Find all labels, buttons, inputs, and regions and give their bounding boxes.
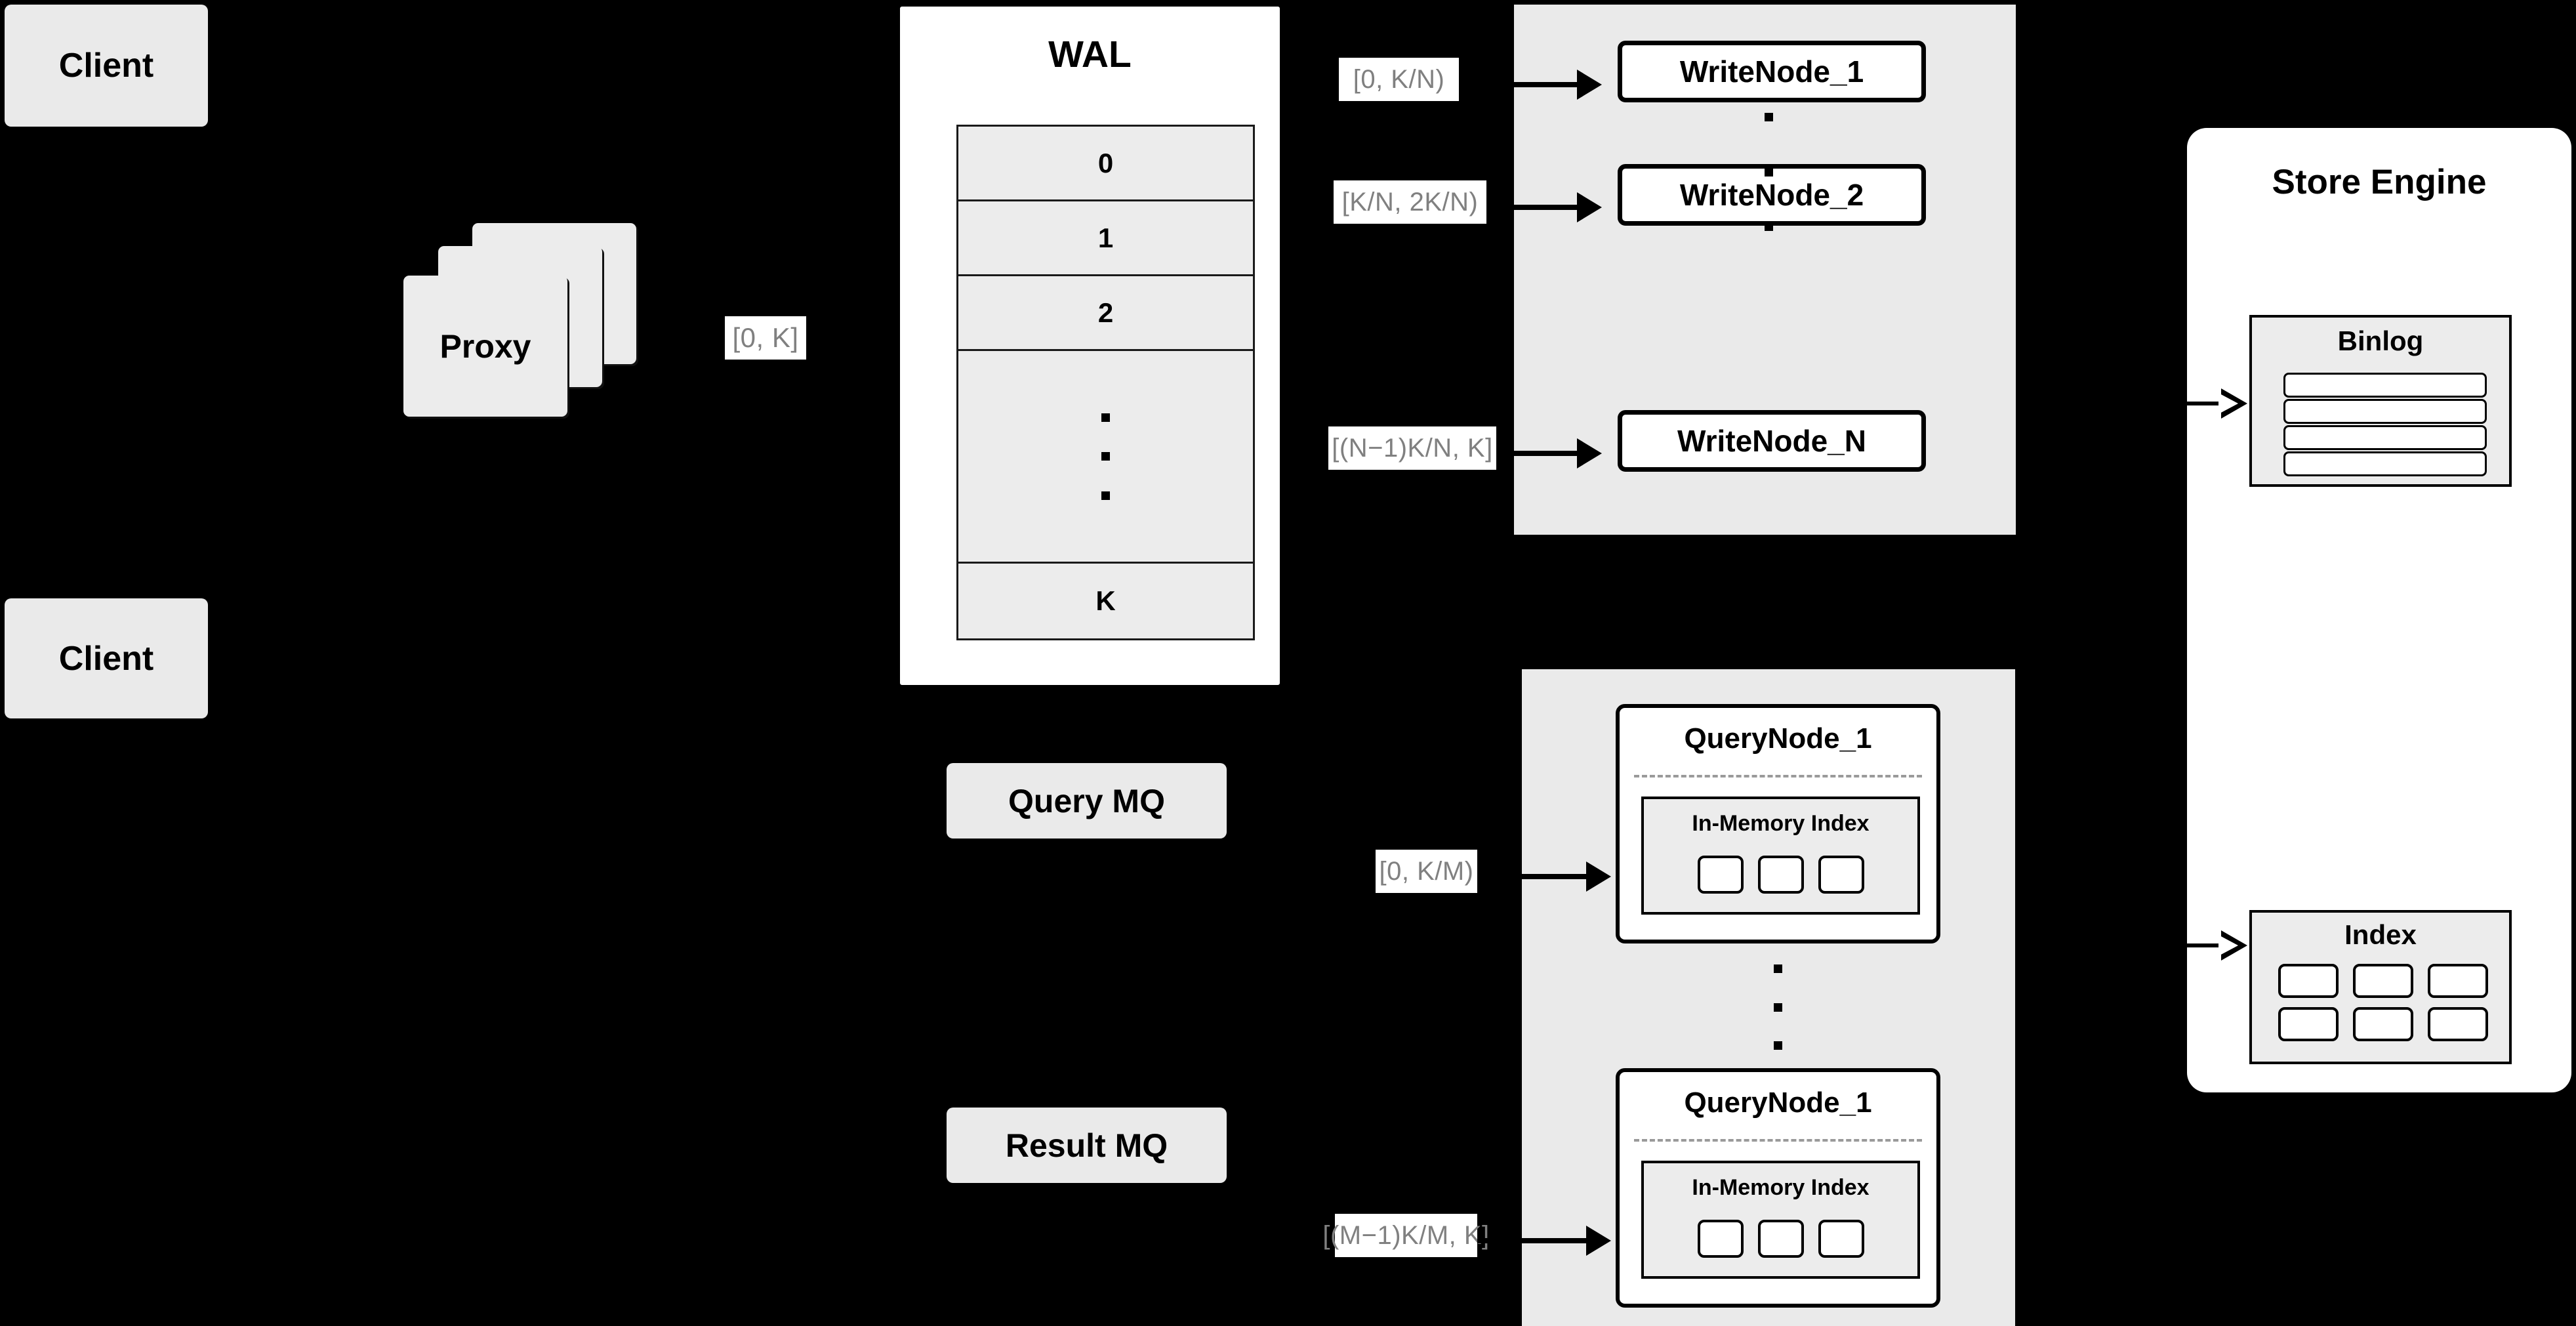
wal-panel: WAL 0 1 2 K xyxy=(898,5,1282,687)
binlog-row xyxy=(2283,451,2487,476)
write-node-label: WriteNode_1 xyxy=(1679,54,1864,89)
wal-row: K xyxy=(1095,585,1116,616)
arrow-to-binlog xyxy=(2187,388,2247,419)
in-memory-index-cells xyxy=(1644,1220,1917,1258)
write-node-label: WriteNode_N xyxy=(1677,424,1866,458)
index-grid xyxy=(2278,964,2488,1041)
wal-entry-table: 0 1 2 K xyxy=(956,125,1255,640)
binlog-box: Binlog xyxy=(2249,315,2512,487)
client-box-bottom[interactable]: Client xyxy=(5,598,208,718)
query-node-cluster-panel: QueryNode_1 In-Memory Index QueryNode_1 … xyxy=(1522,669,2015,1326)
index-cell xyxy=(1757,856,1804,894)
query-mq-box[interactable]: Query MQ xyxy=(947,763,1227,839)
store-engine-title: Store Engine xyxy=(2272,163,2487,201)
wal-row: 0 xyxy=(958,127,1253,201)
proxy-card-front[interactable]: Proxy xyxy=(403,276,567,417)
in-memory-index-label: In-Memory Index xyxy=(1692,811,1870,836)
binlog-rows xyxy=(2283,373,2487,476)
index-cell xyxy=(1757,1220,1804,1258)
index-cell xyxy=(1818,856,1864,894)
result-mq-label: Result MQ xyxy=(1005,1127,1168,1164)
in-memory-index-cells xyxy=(1644,856,1917,894)
index-cell xyxy=(2428,964,2488,998)
index-cell xyxy=(1818,1220,1864,1258)
store-engine-panel: Store Engine Binlog Index xyxy=(2187,128,2571,1092)
index-cell xyxy=(1697,1220,1744,1258)
query-node-label: QueryNode_1 xyxy=(1684,722,1872,755)
proxy-stack[interactable]: Proxy xyxy=(380,217,656,433)
index-title: Index xyxy=(2344,919,2417,950)
query-node-1-range-label: [0, K/M) xyxy=(1376,850,1477,893)
range-text: [(N−1)K/N, K] xyxy=(1332,433,1493,463)
write-node-n-range-label: [(N−1)K/N, K] xyxy=(1328,426,1496,470)
write-node-n[interactable]: WriteNode_N xyxy=(1618,410,1926,472)
wal-title: WAL xyxy=(1048,33,1132,75)
query-node-2[interactable]: QueryNode_1 In-Memory Index xyxy=(1616,1068,1940,1308)
in-memory-index-box: In-Memory Index xyxy=(1641,797,1920,915)
query-mq-label: Query MQ xyxy=(1008,782,1165,819)
query-node-divider xyxy=(1634,775,1922,777)
proxy-range-label: [0, K] xyxy=(725,316,806,360)
write-node-1-range-label: [0, K/N) xyxy=(1339,58,1459,101)
proxy-label: Proxy xyxy=(440,327,531,365)
query-node-divider xyxy=(1634,1139,1922,1142)
result-mq-box[interactable]: Result MQ xyxy=(947,1108,1227,1183)
binlog-row xyxy=(2283,399,2487,424)
arrow-to-query-node-1 xyxy=(1477,861,1611,892)
query-node-2-range-label: [(M−1)K/M, K] xyxy=(1322,1214,1489,1257)
arrow-to-index xyxy=(2187,930,2247,961)
wal-row-ellipsis xyxy=(958,351,1253,564)
write-node-label: WriteNode_2 xyxy=(1679,178,1864,212)
vertical-ellipsis-icon xyxy=(1765,113,1773,231)
index-cell xyxy=(2353,964,2413,998)
index-cell xyxy=(2428,1007,2488,1041)
vertical-ellipsis-icon xyxy=(1101,413,1110,500)
wal-row: 2 xyxy=(958,276,1253,351)
in-memory-index-label: In-Memory Index xyxy=(1692,1175,1870,1200)
query-node-label: QueryNode_1 xyxy=(1684,1087,1872,1119)
arrow-to-write-node-2 xyxy=(1486,192,1602,222)
query-node-1[interactable]: QueryNode_1 In-Memory Index xyxy=(1616,704,1940,943)
proxy-range-text: [0, K] xyxy=(732,322,799,353)
client-label: Client xyxy=(58,47,154,85)
client-box-top[interactable]: Client xyxy=(5,5,208,127)
range-text: [(M−1)K/M, K] xyxy=(1322,1220,1490,1250)
range-text: [0, K/M) xyxy=(1379,856,1474,886)
arrow-to-write-node-1 xyxy=(1460,70,1602,100)
index-cell xyxy=(1697,856,1744,894)
write-node-1[interactable]: WriteNode_1 xyxy=(1618,41,1926,102)
write-node-2-range-label: [K/N, 2K/N) xyxy=(1334,180,1486,224)
index-box: Index xyxy=(2249,910,2512,1064)
index-cell xyxy=(2353,1007,2413,1041)
index-cell xyxy=(2278,964,2339,998)
in-memory-index-box: In-Memory Index xyxy=(1641,1161,1920,1279)
binlog-row xyxy=(2283,425,2487,450)
arrow-to-write-node-n xyxy=(1496,438,1602,468)
vertical-ellipsis-icon xyxy=(1774,964,1782,1050)
binlog-title: Binlog xyxy=(2337,325,2424,356)
arrow-to-query-node-2 xyxy=(1477,1226,1611,1256)
range-text: [0, K/N) xyxy=(1353,64,1445,94)
wal-row: 1 xyxy=(958,201,1253,276)
binlog-row xyxy=(2283,373,2487,398)
index-cell xyxy=(2278,1007,2339,1041)
client-label: Client xyxy=(58,639,154,678)
range-text: [K/N, 2K/N) xyxy=(1341,187,1479,217)
